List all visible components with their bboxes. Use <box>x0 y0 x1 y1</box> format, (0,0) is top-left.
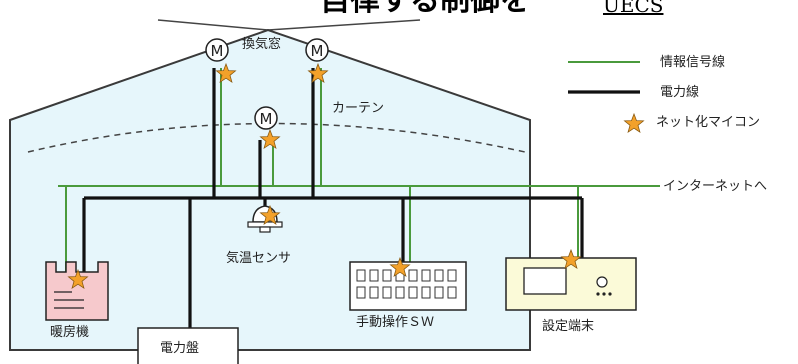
microcontroller-stars <box>67 62 645 290</box>
sensor-star-icon <box>259 204 281 226</box>
switch-cell <box>382 286 392 299</box>
switch-cell <box>447 286 457 299</box>
switch-cell <box>408 286 418 299</box>
legend-node-label: ネット化マイコン <box>656 115 760 130</box>
switch-cell <box>382 269 392 282</box>
vent-motor-right: M <box>305 38 329 62</box>
switch-cell <box>421 286 431 299</box>
heater <box>45 261 109 321</box>
terminal-label: 設定端末 <box>542 318 594 334</box>
terminal-star-icon <box>560 248 582 270</box>
setup-terminal <box>505 257 637 311</box>
vent-motor-left: M <box>205 38 229 62</box>
vent-right-star-icon <box>307 62 329 84</box>
curtain-star-icon <box>259 128 281 150</box>
manual-switch-label: 手動操作ＳＷ <box>356 314 434 330</box>
diagram-title: 自律する制御を <box>320 0 530 18</box>
power-panel <box>137 327 239 364</box>
motor-symbol: M <box>260 110 273 128</box>
switch-cell <box>447 269 457 282</box>
motor-symbol: M <box>311 42 324 60</box>
heater-star-icon <box>67 268 89 290</box>
internet-label: インターネットへ <box>663 179 767 194</box>
motor-symbol: M <box>211 42 224 60</box>
manual-switch-star-icon <box>389 256 411 278</box>
switch-cell <box>356 269 366 282</box>
legend-node-star-icon <box>623 112 645 134</box>
switch-cell <box>434 269 444 282</box>
roof-ridge-lines <box>157 19 421 31</box>
switch-cell <box>408 269 418 282</box>
vent-left-star-icon <box>215 62 237 84</box>
switch-cell <box>421 269 431 282</box>
legend: 情報信号線 電力線 ネット化マイコン <box>568 54 760 130</box>
switch-cell <box>369 269 379 282</box>
switch-cell <box>369 286 379 299</box>
brand-uecs: UECS <box>603 0 663 17</box>
vent-label: 換気窓 <box>242 36 281 52</box>
switch-cell <box>395 286 405 299</box>
power-panel-label: 電力盤 <box>160 341 199 356</box>
switch-cell <box>434 286 444 299</box>
manual-switch-panel <box>349 261 467 311</box>
heater-label: 暖房機 <box>50 324 89 340</box>
curtain-label: カーテン <box>332 101 384 116</box>
legend-power-label: 電力線 <box>660 84 699 100</box>
sensor-label: 気温センサ <box>226 250 291 266</box>
switch-cell <box>356 286 366 299</box>
legend-signal-label: 情報信号線 <box>660 54 725 70</box>
curtain-motor: M <box>254 106 278 130</box>
